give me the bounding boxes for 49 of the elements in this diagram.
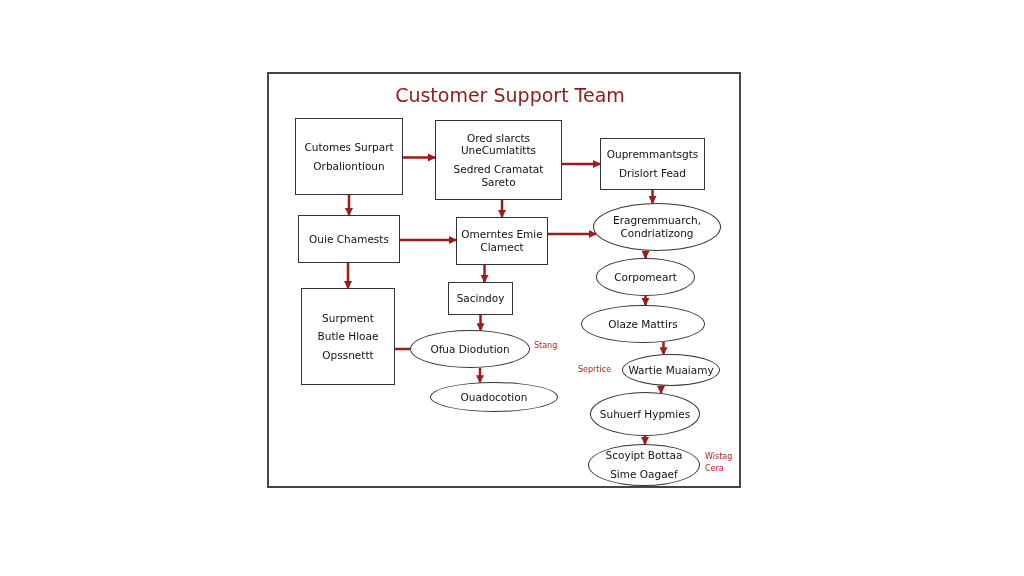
node-text: Ored slarcts UneCumlatitts [459,131,538,157]
arrow [344,263,352,289]
node-text: Ouadocotion [460,390,528,404]
side-note: Cera [705,464,724,473]
node-text: Butle Hloae [317,330,379,343]
node-text: Sedred Cramatat Sareto [452,163,545,189]
node-text: Opssnettt [322,348,374,362]
node-text: Scoyipt Bottaa [605,449,683,462]
node-text: Ofua Diodution [430,342,510,356]
process-box [448,282,513,315]
node-text: Corpomeart [614,270,677,284]
process-box [456,217,548,265]
arrow [648,190,657,205]
arrow [480,265,489,283]
arrow [659,341,668,356]
node-text: Wartie Muaiamy [628,363,714,377]
process-box [295,118,403,195]
arrow [400,236,457,244]
node-text: Olaze Mattirs [608,317,678,331]
arrow [476,315,485,332]
process-box [301,288,395,385]
process-box [298,215,400,263]
node-text: Surpment [322,311,374,325]
arrow [403,153,436,162]
node-text: Suhuerf Hypmies [599,407,691,421]
process-box [600,138,705,190]
node-text: Eragremmuarch, Condriatizong [612,214,702,240]
node-text: Oupremmantsgts [606,148,699,161]
arrow [345,195,353,216]
side-note: Stang [534,341,558,350]
arrow [476,367,484,384]
side-note: Seprtice [578,365,612,374]
node-text: Cutomes Surpart [304,140,394,154]
process-box [435,120,562,200]
node-text: Ouie Chamests [309,232,389,246]
diagram-title: Customer Support Team [394,84,626,106]
node-text: Sime Oagaef [610,468,678,481]
side-note: Wistag [705,452,733,461]
arrow [548,230,597,238]
node-text: Omerntes Emie Clamect [460,228,544,254]
arrow [498,200,506,218]
arrow [657,385,665,394]
node-text: Drislort Fead [619,167,686,180]
node-text: Sacindoy [456,292,505,305]
node-text: Orbaliontioun [313,159,385,173]
arrow [641,250,650,259]
arrow [641,296,650,306]
arrow [562,160,601,168]
arrow [641,436,649,445]
